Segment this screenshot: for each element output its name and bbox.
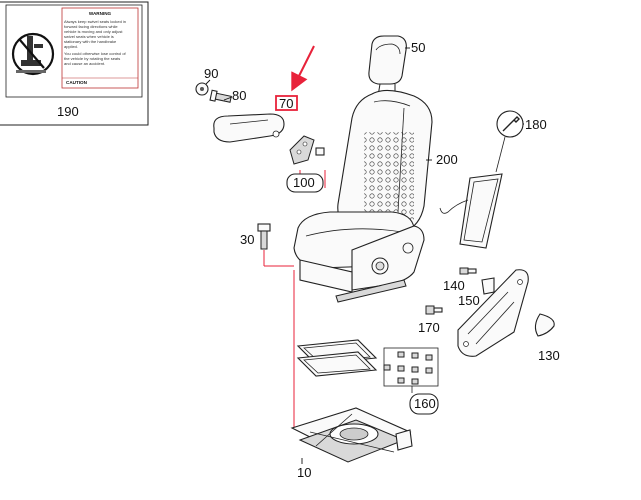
warning-label-panel: WARNING Always keep swivel seats locked … <box>0 1 149 126</box>
warning-line: forward facing directions while <box>64 24 118 29</box>
callout-160: 160 <box>414 396 436 411</box>
part-150-clip: 150 <box>458 277 495 308</box>
warning-line: Always keep swivel seats locked in <box>64 19 126 24</box>
part-10-swivel-base: 10 <box>290 407 413 480</box>
warning-text-lines: Always keep swivel seats locked in forwa… <box>64 19 127 66</box>
warning-heading: WARNING <box>89 11 112 16</box>
part-170-screw: 170 <box>418 305 443 335</box>
callout-10: 10 <box>297 465 311 480</box>
part-30-bolt: 30 <box>240 223 294 267</box>
callout-150: 150 <box>458 293 480 308</box>
warning-line: and cause an accident. <box>64 61 105 66</box>
warning-line: vehicle is moving and only adjust <box>64 29 123 34</box>
callout-200: 200 <box>436 152 458 167</box>
part-100-bracket: 100 <box>286 135 326 193</box>
part-70-armrest: 70 <box>213 45 315 143</box>
caution-footer: CAUTION <box>66 80 88 85</box>
seat-assembly: 200 <box>293 89 458 303</box>
warning-line: applied. <box>64 44 78 49</box>
warning-line: the vehicle by rotating the seats <box>64 56 120 61</box>
part-90-80-fasteners: 90 80 <box>195 66 246 103</box>
seat-rotation-warning-icon <box>11 32 55 76</box>
wrench-icon <box>502 116 520 132</box>
part-180-panel: 180 <box>439 110 547 249</box>
warning-line: stationary with the handbrake <box>64 39 117 44</box>
callout-50: 50 <box>411 40 425 55</box>
callout-70: 70 <box>279 96 293 111</box>
callout-190: 190 <box>57 104 79 119</box>
warning-line: You could otherwise lose control of <box>64 51 127 56</box>
callout-80: 80 <box>232 88 246 103</box>
callout-130: 130 <box>538 348 560 363</box>
callout-90: 90 <box>204 66 218 81</box>
callout-30: 30 <box>240 232 254 247</box>
headrest: 50 <box>368 35 425 97</box>
part-140-screw: 140 <box>443 267 477 293</box>
part-130-cap: 130 <box>534 313 560 363</box>
warning-line: swivel seats when vehicle is <box>64 34 114 39</box>
callout-140: 140 <box>443 278 465 293</box>
seat-cushion-frame <box>293 270 378 428</box>
callout-70-highlight-box <box>275 95 298 111</box>
lower-side-trim <box>457 269 529 357</box>
callout-100: 100 <box>293 175 315 190</box>
callout-170: 170 <box>418 320 440 335</box>
highlight-arrow-icon <box>291 45 315 92</box>
callout-180: 180 <box>525 117 547 132</box>
part-160-fastener-set: 160 <box>383 347 439 415</box>
